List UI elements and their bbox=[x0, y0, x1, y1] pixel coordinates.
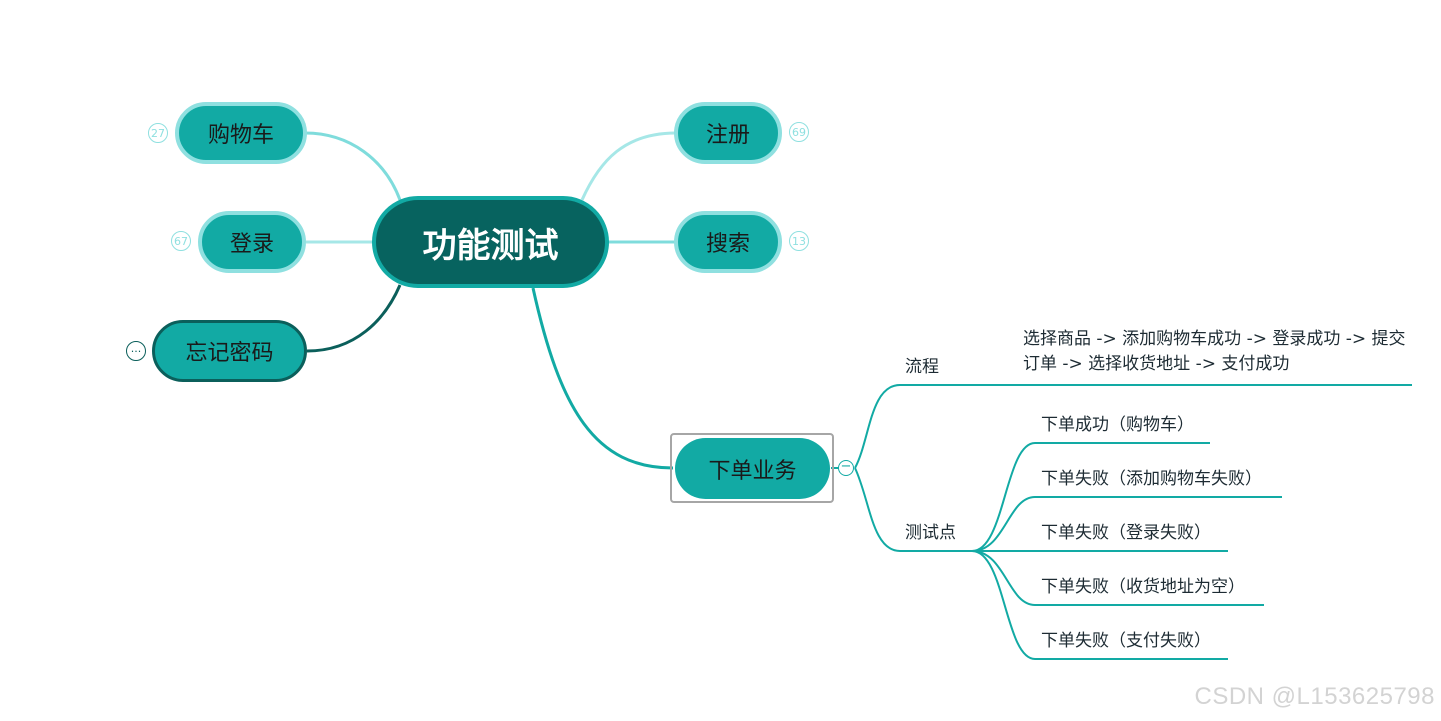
testpoint-item[interactable]: 下单失败（添加购物车失败） bbox=[1041, 469, 1262, 489]
root-label: 功能测试 bbox=[422, 225, 559, 266]
connector-cart bbox=[304, 131, 402, 201]
branch-order-label: 下单业务 bbox=[708, 458, 797, 484]
connector-tp-1 bbox=[971, 442, 1210, 552]
branch-search-label: 搜索 bbox=[705, 232, 750, 257]
connector-tp-5 bbox=[971, 550, 1228, 660]
branch-login-label: 登录 bbox=[229, 232, 274, 257]
connector-tp-4 bbox=[971, 550, 1264, 606]
testpoint-item[interactable]: 下单失败（登录失败） bbox=[1041, 523, 1211, 543]
connector-testpoints bbox=[854, 467, 972, 552]
forgot-more-badge[interactable]: ··· bbox=[126, 341, 146, 361]
testpoint-item[interactable]: 下单失败（支付失败） bbox=[1041, 631, 1211, 651]
connector-flow bbox=[854, 384, 1012, 469]
flow-steps[interactable]: 选择商品 -> 添加购物车成功 -> 登录成功 -> 提交 订单 -> 选择收货… bbox=[1023, 327, 1423, 377]
branch-register[interactable]: 注册 bbox=[674, 102, 782, 164]
testpoint-item[interactable]: 下单失败（收货地址为空） bbox=[1041, 577, 1245, 597]
testpoint-item[interactable]: 下单成功（购物车） bbox=[1041, 415, 1194, 435]
register-count-badge[interactable]: 69 bbox=[789, 122, 809, 142]
branch-search[interactable]: 搜索 bbox=[674, 211, 782, 273]
flow-label[interactable]: 流程 bbox=[905, 357, 939, 377]
branch-forgot-label: 忘记密码 bbox=[185, 341, 274, 366]
connector-tp-2 bbox=[971, 496, 1282, 552]
watermark: CSDN @L153625798 bbox=[1194, 683, 1435, 710]
flow-steps-line-1: 选择商品 -> 添加购物车成功 -> 登录成功 -> 提交 bbox=[1023, 329, 1406, 349]
search-count-badge[interactable]: 13 bbox=[789, 231, 809, 251]
collapse-toggle-icon[interactable]: − bbox=[838, 460, 854, 476]
root-node[interactable]: 功能测试 bbox=[372, 196, 609, 288]
branch-cart[interactable]: 购物车 bbox=[175, 102, 307, 164]
branch-forgot-password[interactable]: 忘记密码 bbox=[152, 320, 307, 382]
connector-forgot bbox=[306, 284, 402, 353]
testpoints-label[interactable]: 测试点 bbox=[905, 523, 956, 543]
login-count-badge[interactable]: 67 bbox=[171, 231, 191, 251]
branch-order[interactable]: 下单业务 bbox=[675, 438, 830, 499]
connector-order bbox=[531, 287, 674, 470]
cart-count-badge[interactable]: 27 bbox=[148, 123, 168, 143]
flow-steps-line-2: 订单 -> 选择收货地址 -> 支付成功 bbox=[1023, 354, 1290, 374]
branch-login[interactable]: 登录 bbox=[198, 211, 306, 273]
selection-frame bbox=[670, 433, 834, 503]
branch-cart-label: 购物车 bbox=[207, 123, 274, 148]
branch-register-label: 注册 bbox=[705, 123, 750, 148]
connector-register bbox=[580, 131, 677, 201]
